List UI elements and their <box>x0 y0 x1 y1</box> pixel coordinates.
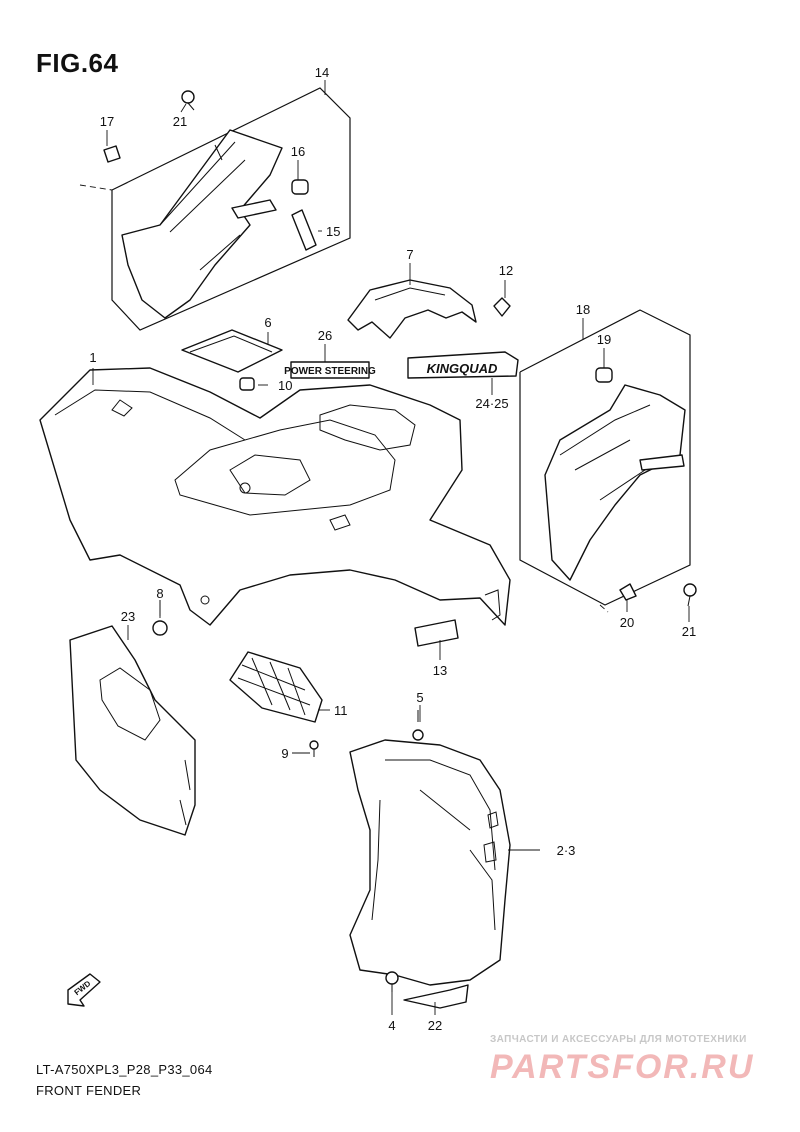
watermark-brand: PARTSFOR.RU <box>490 1048 755 1086</box>
assembly-14-box <box>79 87 351 331</box>
callout-22: 22 <box>428 1018 442 1033</box>
callout-16: 16 <box>291 144 305 159</box>
callout-26: 26 <box>318 328 332 343</box>
kingquad-decal-text: KINGQUAD <box>427 361 498 376</box>
callout-8: 8 <box>156 586 163 601</box>
callout-11: 11 <box>334 703 348 718</box>
part-10-grommet <box>239 377 255 391</box>
part-7-upper-cover <box>347 279 477 339</box>
callout-6: 6 <box>264 315 271 330</box>
callout-5: 5 <box>416 690 423 705</box>
part-20-clip <box>619 583 637 601</box>
assembly-18-box <box>519 309 691 613</box>
callout-13: 13 <box>433 663 447 678</box>
part-19-grommet <box>595 367 613 383</box>
part-23-mud-guard <box>69 625 196 836</box>
callout-19: 19 <box>597 332 611 347</box>
callout-7: 7 <box>406 247 413 262</box>
part-2-3-inner-fender <box>349 739 511 986</box>
callout-24-25: 24·25 <box>475 396 508 411</box>
part-11-grille <box>229 651 323 723</box>
part-12-screw <box>493 297 511 317</box>
decal-26-power-steering: POWER STEERING <box>284 361 376 379</box>
part-14-side-panel <box>121 129 283 319</box>
part-21-screw-top <box>181 90 195 111</box>
part-18-side-panel <box>544 384 686 581</box>
part-1-front-fender <box>39 367 511 626</box>
forward-arrow-icon: FWD <box>67 973 101 1007</box>
part-5-screw <box>412 710 424 741</box>
figure-name: FRONT FENDER <box>36 1083 142 1098</box>
part-16-grommet <box>291 179 309 195</box>
figure-title: FIG.64 <box>36 48 119 78</box>
power-steering-decal-text: POWER STEERING <box>284 366 376 377</box>
callout-2-3: 2·3 <box>557 843 576 858</box>
callout-12: 12 <box>499 263 513 278</box>
part-17-clip <box>103 145 121 163</box>
leader-lines <box>92 80 690 1015</box>
part-15-pad <box>291 209 317 251</box>
part-21-screw-right <box>683 583 697 607</box>
part-4-screw <box>385 971 399 992</box>
callout-labels: 1 2·3 4 5 6 7 8 9 10 11 12 13 14 15 16 1… <box>89 65 696 1033</box>
callout-18: 18 <box>576 302 590 317</box>
callout-21-top: 21 <box>173 114 187 129</box>
part-6-cover <box>181 329 283 373</box>
part-9-screw <box>309 740 319 757</box>
decal-24-25-kingquad: KINGQUAD <box>407 351 519 379</box>
callout-4: 4 <box>388 1018 395 1033</box>
watermark-tagline: ЗАПЧАСТИ И АКСЕССУАРЫ ДЛЯ МОТОТЕХНИКИ <box>490 1034 747 1045</box>
callout-1: 1 <box>89 350 96 365</box>
callout-21-right: 21 <box>682 624 696 639</box>
callout-23: 23 <box>121 609 135 624</box>
figure-code: LT-A750XPL3_P28_P33_064 <box>36 1062 213 1077</box>
callout-20: 20 <box>620 615 634 630</box>
callout-10: 10 <box>278 378 292 393</box>
callout-15: 15 <box>326 224 340 239</box>
callout-14: 14 <box>315 65 329 80</box>
callout-17: 17 <box>100 114 114 129</box>
callout-9: 9 <box>281 746 288 761</box>
part-22-seal <box>403 984 469 1009</box>
part-13-strip <box>414 619 459 647</box>
